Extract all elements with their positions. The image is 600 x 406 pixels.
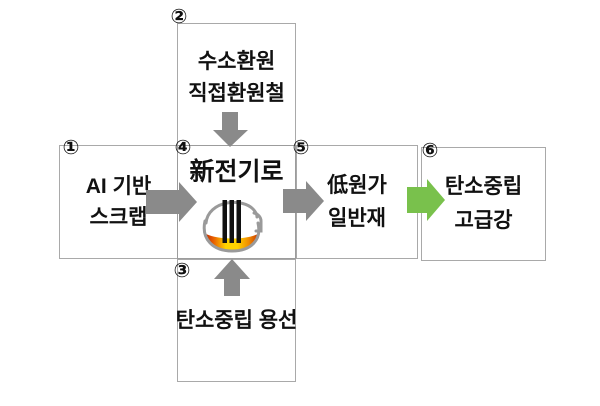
- box-low-cost-general-steel: 低원가 일반재: [296, 145, 418, 259]
- step-number-5: ⑤: [292, 137, 310, 159]
- box-label: AI 기반: [85, 175, 152, 198]
- box-ai-scrap: AI 기반 스크랩: [59, 145, 178, 259]
- box-label: 低원가: [327, 174, 387, 197]
- step-number-1: ①: [62, 137, 80, 159]
- step-number-2: ②: [170, 6, 188, 28]
- box-carbon-neutral-premium-steel: 탄소중립 고급강: [421, 147, 546, 261]
- box-label: 新전기로: [189, 158, 284, 186]
- box-label: 직접환원철: [188, 82, 285, 105]
- box-hydrogen-dri: 수소환원 직접환원철: [177, 23, 296, 146]
- box-label: 수소환원: [197, 50, 276, 73]
- box-label: 스크랩: [89, 206, 148, 229]
- box-label: 일반재: [328, 207, 386, 230]
- box-label: 탄소중립: [444, 175, 523, 198]
- box-label: 탄소중립 용선: [175, 308, 298, 332]
- box-label: 고급강: [454, 209, 513, 232]
- step-number-6: ⑥: [421, 140, 439, 162]
- electric-arc-furnace-icon: [202, 200, 263, 253]
- furnace-spout: [252, 211, 263, 233]
- electrodes: [222, 200, 241, 243]
- step-number-4: ④: [174, 137, 192, 159]
- step-number-3: ③: [173, 260, 191, 282]
- furnace-vessel-bowl: [202, 219, 261, 253]
- box-carbon-neutral-molten-iron: 탄소중립 용선: [175, 259, 298, 382]
